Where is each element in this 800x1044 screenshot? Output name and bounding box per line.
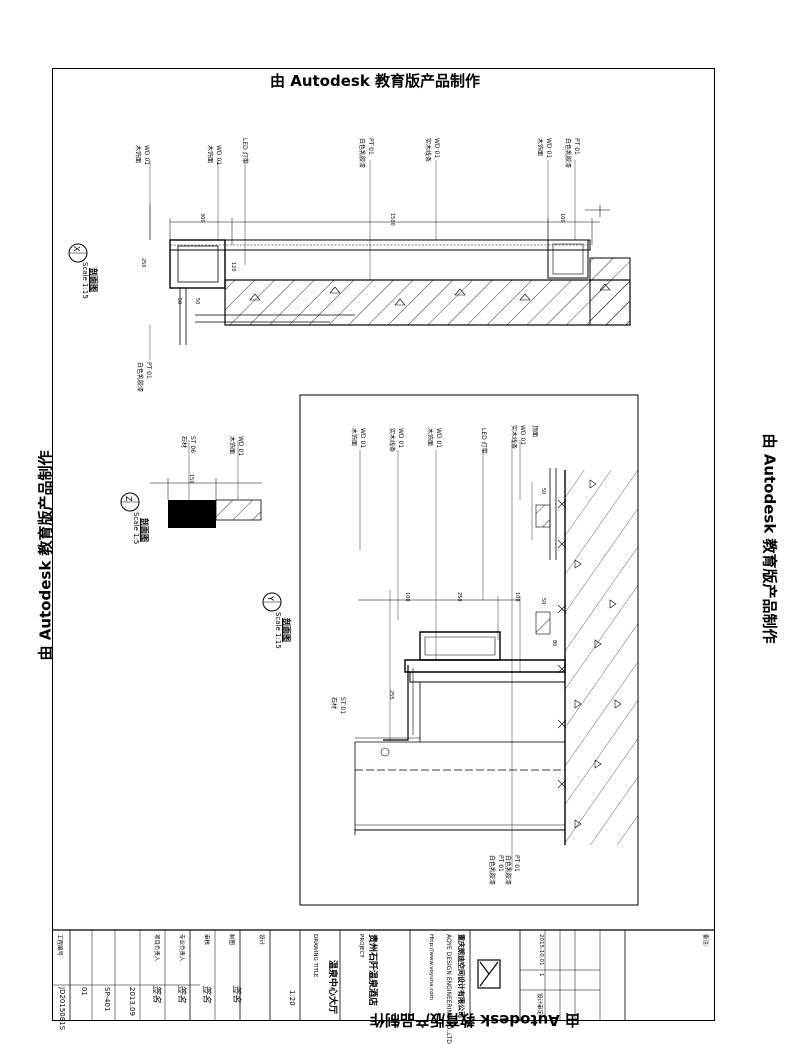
detail-y: [354, 440, 638, 870]
y-marker-letter: Y: [266, 596, 275, 601]
website: Http://www.voyuna.com: [428, 934, 434, 1000]
company-logo: [477, 959, 501, 989]
role-1: 项目负责人: [153, 934, 159, 962]
signature-4: 签名: [231, 985, 241, 1004]
y-dim-50a: 50: [540, 488, 546, 495]
y-dim-50b: 50: [540, 598, 546, 605]
y-tag-6: 顶面: [531, 425, 538, 438]
stone-profile: [168, 500, 216, 528]
z-dim-150: 150: [188, 474, 194, 484]
project-label: PROJECT: [358, 934, 364, 958]
company-cn: 重庆朗迪空间设计有限公司: [457, 934, 465, 1018]
company-en: AOYE DESIGN ENGINEERING CO.,LTD: [445, 934, 452, 1044]
y-dim-100: 100: [514, 592, 520, 602]
x-scale: Scale 1:15: [81, 262, 89, 299]
x-marker-letter: X: [72, 246, 81, 252]
y-dim-255: 255: [388, 690, 394, 700]
signature-3: 签名: [201, 985, 211, 1004]
job-no-label: 工程编号: [56, 934, 62, 957]
notes-title: 备注:: [702, 934, 708, 947]
y-section-title: 剖面图: [282, 618, 291, 642]
x-dim-100: 100: [559, 213, 565, 223]
z-scale: Scale 1:5: [132, 512, 140, 545]
y-dim-80: 80: [551, 640, 557, 647]
rev: 01: [80, 987, 88, 996]
z-section-title: 剖面图: [140, 518, 149, 542]
x-tag-3: LED 灯带: [241, 138, 248, 164]
signature-1: 签名: [151, 985, 161, 1004]
detail-z: [120, 440, 262, 528]
drawing-title: 温泉中心大厅: [327, 960, 337, 1015]
role-4: 制图: [228, 934, 234, 946]
x-dim-300: 300: [199, 213, 205, 223]
x-section-title: 剖面图: [89, 268, 98, 292]
drawing-sheet-border: [52, 68, 715, 1021]
role-2: 专业负责人: [178, 934, 184, 962]
concrete-slab: [224, 279, 631, 326]
watermark-top: 由 Autodesk 教育版产品制作: [270, 72, 481, 90]
drawing-title-label: DRAWING TITLE: [312, 934, 318, 978]
y-scale: Scale 1:15: [274, 612, 282, 649]
sheet-no: SP-401: [103, 987, 111, 1012]
title-block-grid: [52, 929, 715, 1021]
revision-no: 1: [538, 973, 544, 977]
x-dim-50b: 50: [194, 298, 200, 305]
project-name: 贵州石阡温泉酒店: [367, 934, 377, 1007]
date: 2013.09: [128, 987, 136, 1016]
job-no: JD2015081S: [58, 987, 66, 1031]
x-dim-1500: 1500: [389, 213, 395, 226]
scale-value: 1:20: [288, 990, 296, 1006]
z-marker-letter: Z: [124, 496, 133, 502]
y-dim-100b: 100: [404, 592, 410, 602]
x-dim-250: 250: [140, 258, 146, 268]
role-3: 审核: [203, 934, 209, 946]
x-dim-120: 120: [230, 262, 236, 272]
wall-section: [589, 257, 631, 326]
revision-desc: 设计审定: [536, 993, 542, 1016]
detail-x: [68, 160, 631, 360]
y-dim-250: 250: [456, 592, 462, 602]
x-dim-50a: 50: [176, 298, 182, 305]
y-tag-4: LED 灯带: [480, 428, 487, 454]
signature-2: 签名: [176, 985, 186, 1004]
revision-date: 2015.10.01: [538, 934, 544, 966]
role-5: 设计: [258, 934, 264, 946]
